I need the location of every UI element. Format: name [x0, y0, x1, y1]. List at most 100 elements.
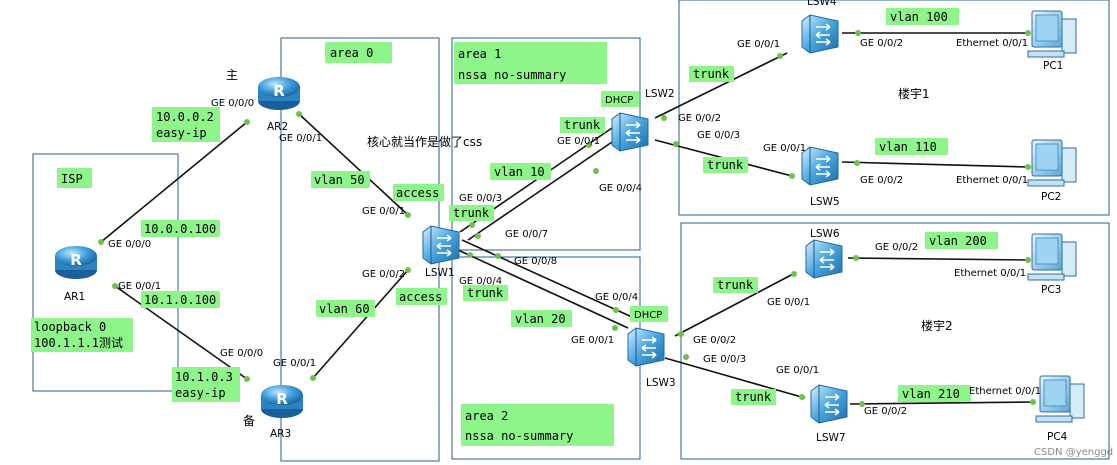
device-name-lsw2: LSW2	[645, 88, 675, 100]
backup-note: 备	[243, 414, 255, 428]
trunk-label-lsw1-b: trunk	[467, 286, 504, 300]
vlan20-label: vlan 20	[515, 312, 566, 326]
port-lsw3-ge004: GE 0/0/4	[595, 292, 638, 303]
device-name-pc3: PC3	[1041, 284, 1061, 296]
port-lsw2-ge004: GE 0/0/4	[599, 183, 642, 194]
port-ar1-ge001: GE 0/0/1	[118, 281, 161, 292]
switch-lsw4[interactable]	[801, 14, 839, 54]
port-lsw1-ge004: GE 0/0/4	[459, 276, 502, 287]
port-lsw2-ge003: GE 0/0/3	[697, 130, 740, 141]
pc-icon	[1027, 233, 1077, 281]
port-lsw1-ge008: GE 0/0/8	[514, 256, 557, 267]
switch-lsw7[interactable]	[810, 384, 848, 424]
port-lsw5-ge001: GE 0/0/1	[763, 143, 806, 154]
link-lsw1-lsw2-b	[467, 139, 616, 241]
switch-icon	[810, 384, 848, 424]
vlan10-label: vlan 10	[494, 165, 545, 179]
port-ar3-ge001: GE 0/0/1	[273, 358, 316, 369]
access-label-bottom: access	[399, 290, 442, 304]
pc-pc1[interactable]	[1027, 10, 1077, 58]
router-ar3[interactable]	[261, 385, 303, 418]
router-icon	[258, 77, 300, 110]
area0-label: area 0	[330, 46, 373, 60]
port-lsw1-ge003: GE 0/0/3	[459, 193, 502, 204]
router-ar2[interactable]	[258, 77, 300, 110]
main-note: 主	[226, 68, 238, 82]
port-lsw3-ge003: GE 0/0/3	[703, 354, 746, 365]
device-name-ar3: AR3	[270, 428, 291, 440]
area1-label-line2: nssa no-summary	[458, 68, 566, 82]
switch-lsw1[interactable]	[422, 225, 460, 265]
switch-icon	[801, 14, 839, 54]
pc-pc3[interactable]	[1027, 233, 1077, 281]
port-lsw3-ge002: GE 0/0/2	[693, 335, 736, 346]
router-icon	[261, 385, 303, 418]
port-lsw4-ge001: GE 0/0/1	[737, 39, 780, 50]
port-lsw5-ge002: GE 0/0/2	[860, 175, 903, 186]
link-lsw2-lsw4	[654, 52, 788, 119]
label-backgrounds	[31, 8, 998, 446]
router-ar1[interactable]	[55, 246, 97, 279]
port-pc1-eth: Ethernet 0/0/1	[956, 38, 1028, 49]
pc-pc4[interactable]	[1035, 375, 1085, 423]
port-ar3-ge000: GE 0/0/0	[220, 348, 263, 359]
device-name-ar1: AR1	[64, 291, 85, 303]
core-css-note: 核心就当作是做了css	[367, 134, 482, 149]
watermark: CSDN @yenggd	[1034, 447, 1113, 458]
device-name-pc2: PC2	[1041, 191, 1061, 203]
loopback-line2: 100.1.1.1测试	[34, 335, 123, 350]
port-pc2-eth: Ethernet 0/0/1	[956, 175, 1028, 186]
link-ar3-lsw1	[312, 269, 409, 379]
switch-icon	[422, 225, 460, 265]
pc-pc2[interactable]	[1027, 139, 1077, 187]
ar3-ip-line2: easy-ip	[175, 386, 226, 400]
isp-label: ISP	[61, 172, 83, 186]
ar1-ip-top: 10.0.0.100	[144, 222, 216, 236]
link-ar2-lsw1	[298, 113, 409, 216]
port-lsw1-ge007: GE 0/0/7	[505, 229, 548, 240]
links	[100, 32, 1034, 405]
port-pc3-eth: Ethernet 0/0/1	[954, 268, 1026, 279]
ar2-ip-line2: easy-ip	[156, 126, 207, 140]
device-name-pc1: PC1	[1043, 60, 1063, 72]
device-name-ar2: AR2	[267, 121, 288, 133]
vlan100-label: vlan 100	[890, 10, 948, 24]
device-name-lsw6: LSW6	[810, 228, 840, 240]
trunk-label-lsw5: trunk	[707, 158, 744, 172]
building1-box	[678, 0, 1110, 216]
port-ar2-ge000: GE 0/0/0	[211, 98, 254, 109]
link-lsw6-pc3	[847, 257, 1029, 261]
switch-lsw2[interactable]	[611, 112, 649, 152]
area2-label-line1: area 2	[465, 409, 508, 423]
loopback-line1: loopback 0	[34, 320, 106, 334]
device-name-lsw5: LSW5	[810, 196, 840, 208]
vlan50-label: vlan 50	[314, 173, 365, 187]
port-lsw6-ge002: GE 0/0/2	[875, 242, 918, 253]
building2-box	[680, 222, 1110, 460]
vlan110-label: vlan 110	[879, 140, 937, 154]
area1-label-line1: area 1	[458, 47, 501, 61]
trunk-label-lsw4: trunk	[693, 67, 730, 81]
switch-icon	[611, 112, 649, 152]
switch-lsw3[interactable]	[627, 327, 665, 367]
vlan60-label: vlan 60	[319, 302, 370, 316]
ar2-ip-line1: 10.0.0.2	[156, 110, 214, 124]
port-lsw2-ge001: GE 0/0/1	[557, 136, 600, 147]
switch-lsw5[interactable]	[801, 146, 839, 186]
link-ar1-ar3	[114, 285, 248, 380]
access-label-top: access	[396, 186, 439, 200]
isp-area-box	[32, 153, 179, 392]
switch-lsw6[interactable]	[805, 239, 843, 279]
port-lsw4-ge002: GE 0/0/2	[860, 38, 903, 49]
port-dots	[98, 30, 1036, 407]
device-name-lsw4: LSW4	[807, 0, 837, 8]
port-ar1-ge000: GE 0/0/0	[108, 239, 151, 250]
area0-box	[280, 37, 440, 462]
ar1-ip-bottom: 10.1.0.100	[144, 293, 216, 307]
trunk-label-lsw6: trunk	[717, 278, 754, 292]
dhcp-lsw3: DHCP	[634, 310, 662, 321]
device-name-lsw3: LSW3	[646, 377, 676, 389]
building2-label: 楼宇2	[921, 318, 953, 333]
